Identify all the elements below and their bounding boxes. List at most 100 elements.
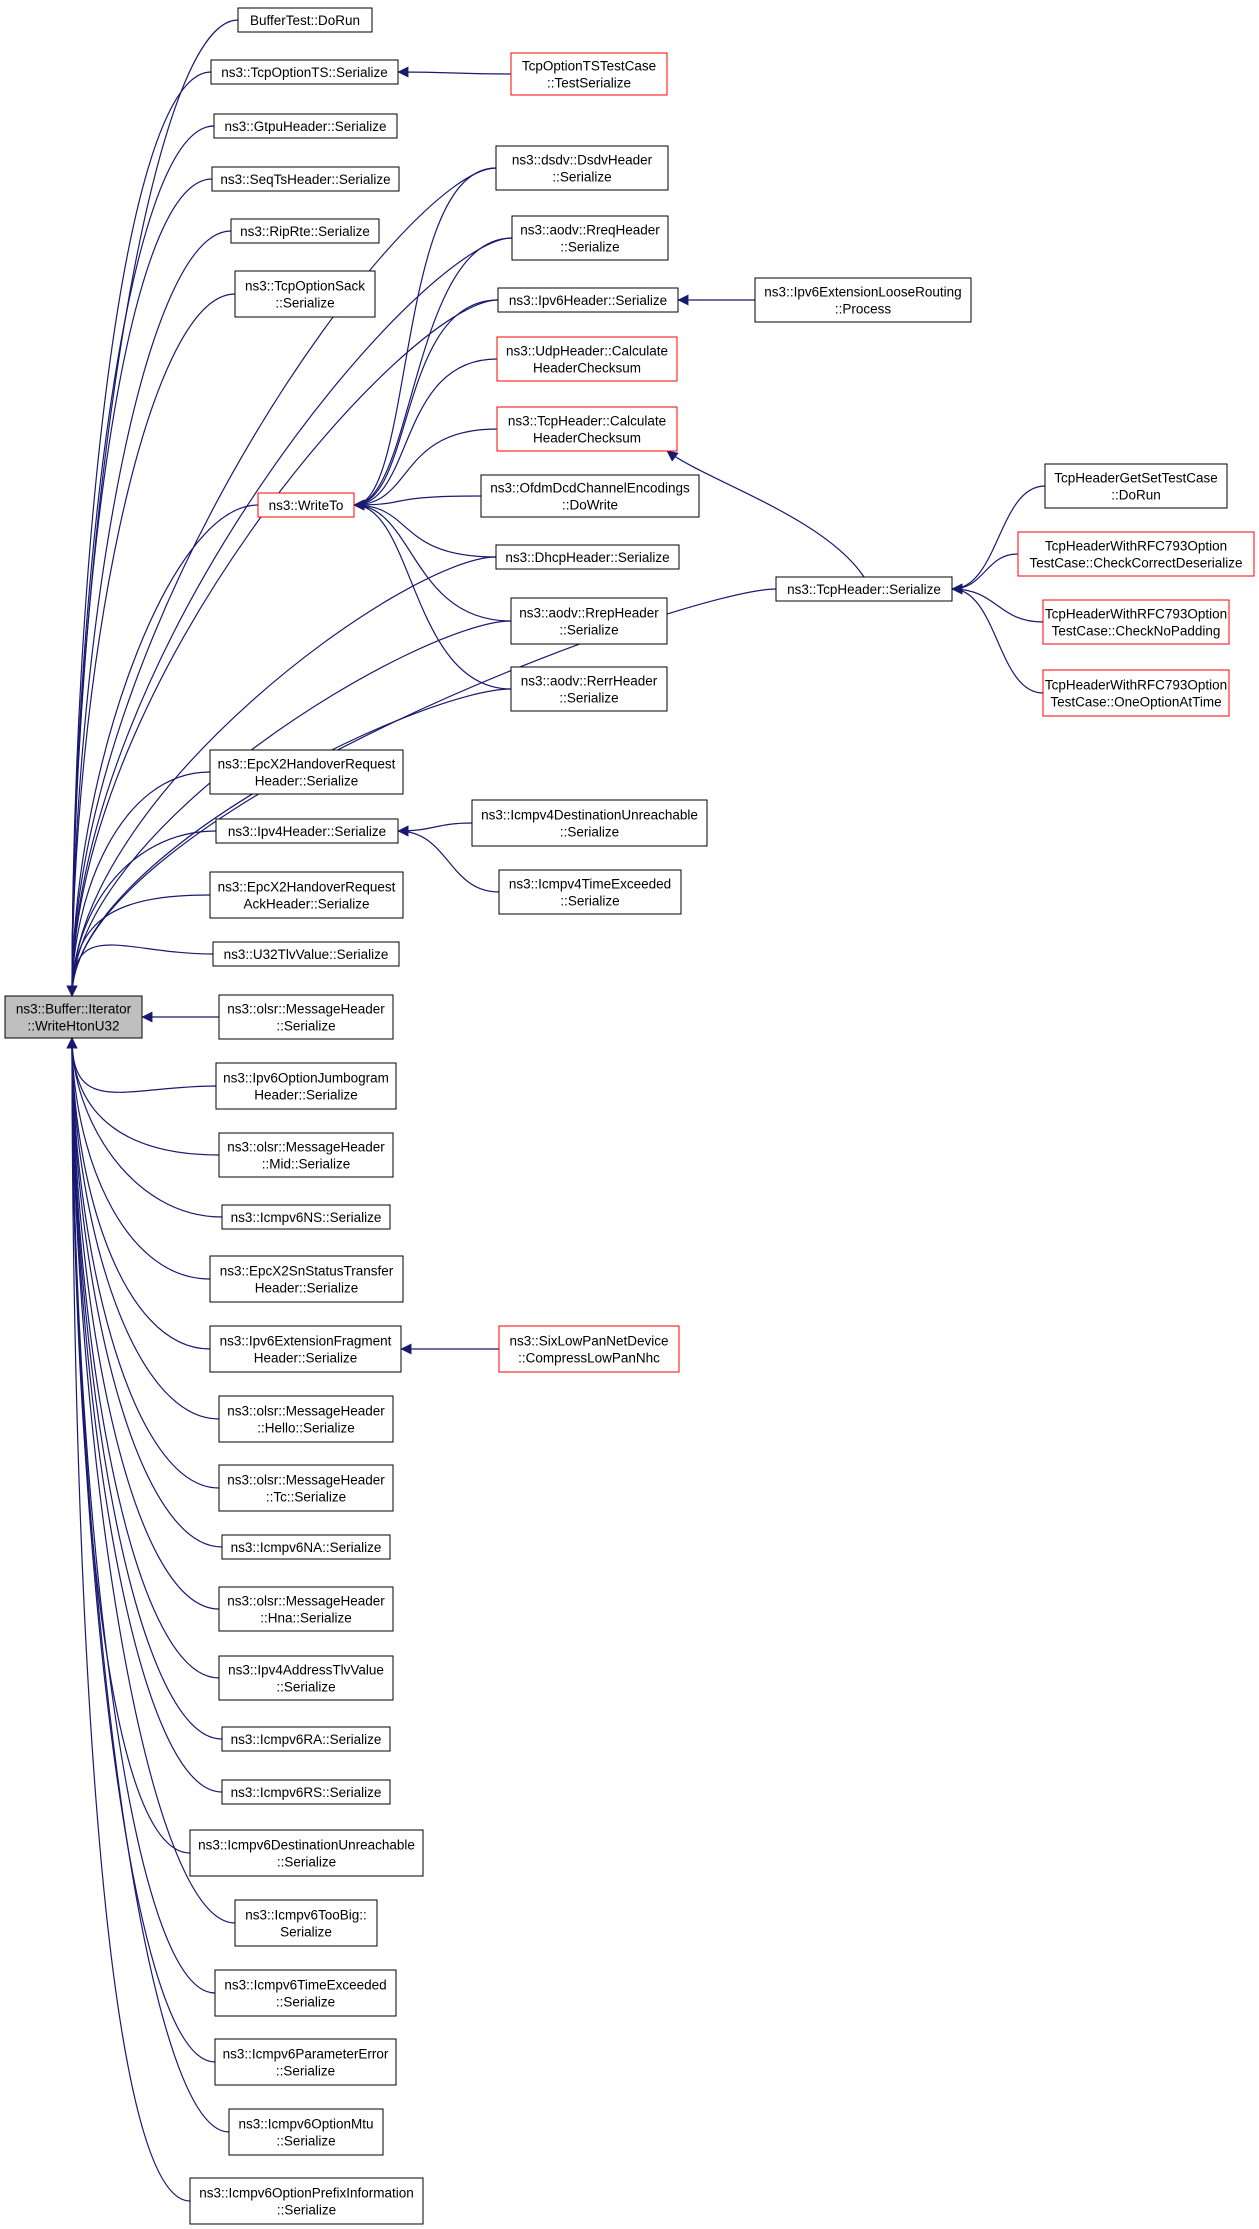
node-icmpv6ra[interactable]: ns3::Icmpv6RA::Serialize	[221, 1726, 391, 1752]
node-icmpv6optmtu[interactable]: ns3::Icmpv6OptionMtu::Serialize	[228, 2108, 384, 2156]
node-ofdm[interactable]: ns3::OfdmDcdChannelEncodings::DoWrite	[480, 474, 700, 518]
node-dsdv[interactable]: ns3::dsdv::DsdvHeader::Serialize	[495, 145, 669, 191]
edge-ipv6extfrag-to-root	[66, 1037, 211, 1350]
edge-aodvrrep-to-writeto	[353, 499, 512, 622]
node-icmpv6toobig[interactable]: ns3::Icmpv6TooBig::Serialize	[234, 1899, 378, 1947]
node-label: ns3::Icmpv4DestinationUnreachable	[481, 808, 698, 823]
node-label: ns3::aodv::RrepHeader	[519, 606, 659, 621]
node-sixlowpan[interactable]: ns3::SixLowPanNetDevice::CompressLowPanN…	[498, 1325, 680, 1373]
edge-icmpv6ra-to-root	[66, 1037, 223, 1740]
node-icmpv6na[interactable]: ns3::Icmpv6NA::Serialize	[221, 1534, 391, 1560]
node-ipv6extloose[interactable]: ns3::Ipv6ExtensionLooseRouting::Process	[754, 277, 972, 323]
node-box	[4, 995, 143, 1039]
node-olsrmsg[interactable]: ns3::olsr::MessageHeader::Serialize	[218, 994, 394, 1040]
node-label: ::Serialize	[559, 691, 618, 706]
node-label: ::Serialize	[560, 240, 619, 255]
node-epcx2hor[interactable]: ns3::EpcX2HandoverRequestHeader::Seriali…	[209, 749, 404, 795]
node-label: ns3::DhcpHeader::Serialize	[505, 550, 669, 565]
node-box	[213, 113, 398, 139]
node-ipv6extfrag[interactable]: ns3::Ipv6ExtensionFragmentHeader::Serial…	[209, 1325, 402, 1373]
node-seqts[interactable]: ns3::SeqTsHeader::Serialize	[211, 166, 400, 192]
node-olsrtc[interactable]: ns3::olsr::MessageHeader::Tc::Serialize	[218, 1464, 394, 1512]
node-box	[221, 1534, 391, 1560]
node-gtpu[interactable]: ns3::GtpuHeader::Serialize	[213, 113, 398, 139]
node-box	[775, 576, 953, 602]
node-ipv4addrtlv[interactable]: ns3::Ipv4AddressTlvValue::Serialize	[218, 1655, 394, 1701]
node-label: ::Tc::Serialize	[266, 1490, 346, 1505]
node-epcx2snstatus[interactable]: ns3::EpcX2SnStatusTransferHeader::Serial…	[209, 1255, 404, 1303]
node-label: ::Serialize	[560, 894, 619, 909]
node-label: ns3::Icmpv6RA::Serialize	[231, 1732, 382, 1747]
node-label: ns3::UdpHeader::Calculate	[506, 344, 668, 359]
node-aodvrreq[interactable]: ns3::aodv::RreqHeader::Serialize	[511, 215, 669, 261]
node-writeto[interactable]: ns3::WriteTo	[257, 492, 355, 518]
root-node[interactable]: ns3::Buffer::Iterator::WriteHtonU32	[4, 995, 143, 1039]
node-icmpv4timeexc[interactable]: ns3::Icmpv4TimeExceeded::Serialize	[498, 869, 682, 915]
node-rfc-checkcorrect[interactable]: TcpHeaderWithRFC793OptionTestCase::Check…	[1017, 531, 1255, 577]
node-icmpv6ns[interactable]: ns3::Icmpv6NS::Serialize	[221, 1204, 391, 1230]
node-label: ::Serialize	[277, 2203, 336, 2218]
node-label: Serialize	[280, 1925, 332, 1940]
node-icmpv6optprefix[interactable]: ns3::Icmpv6OptionPrefixInformation::Seri…	[189, 2177, 424, 2225]
node-ipv4header[interactable]: ns3::Ipv4Header::Serialize	[215, 818, 399, 844]
edge-olsrmid-to-root	[66, 1037, 220, 1156]
node-box	[496, 406, 678, 452]
node-ipv6header[interactable]: ns3::Ipv6Header::Serialize	[497, 287, 679, 313]
node-label: Header::Serialize	[255, 774, 359, 789]
node-rfc-oneoption[interactable]: TcpHeaderWithRFC793OptionTestCase::OneOp…	[1042, 669, 1230, 717]
node-icmpv4destunr[interactable]: ns3::Icmpv4DestinationUnreachable::Seria…	[471, 799, 708, 847]
node-label: ns3::TcpHeader::Calculate	[508, 414, 666, 429]
node-rfc-checknopad[interactable]: TcpHeaderWithRFC793OptionTestCase::Check…	[1042, 599, 1230, 645]
node-tcpoptionts[interactable]: ns3::TcpOptionTS::Serialize	[210, 59, 399, 85]
edge-icmpv4destunr-to-ipv4header	[397, 822, 473, 837]
node-icmpv6rs[interactable]: ns3::Icmpv6RS::Serialize	[221, 1779, 391, 1805]
node-label: ns3::SixLowPanNetDevice	[509, 1334, 668, 1349]
node-box	[218, 1655, 394, 1701]
node-label: ::Mid::Serialize	[262, 1157, 351, 1172]
edge-aodvrreq-to-writeto	[353, 237, 513, 511]
node-label: ::Serialize	[276, 2064, 335, 2079]
node-label: ::CompressLowPanNhc	[518, 1351, 660, 1366]
node-olsrmid[interactable]: ns3::olsr::MessageHeader::Mid::Serialize	[218, 1132, 394, 1178]
node-label: Header::Serialize	[255, 1281, 359, 1296]
edge-aodvrrep-to-root	[66, 620, 512, 997]
node-icmpv6destunr[interactable]: ns3::Icmpv6DestinationUnreachable::Seria…	[189, 1829, 424, 1877]
node-box	[498, 869, 682, 915]
node-label: ns3::olsr::MessageHeader	[227, 1594, 385, 1609]
node-buffertest[interactable]: BufferTest::DoRun	[237, 7, 373, 33]
node-icmpv6paramerr[interactable]: ns3::Icmpv6ParameterError::Serialize	[214, 2038, 397, 2086]
node-label: Header::Serialize	[254, 1088, 358, 1103]
node-label: ns3::Icmpv6DestinationUnreachable	[198, 1838, 415, 1853]
node-ipv6jumbo[interactable]: ns3::Ipv6OptionJumbogramHeader::Serializ…	[215, 1062, 397, 1110]
node-dhcp[interactable]: ns3::DhcpHeader::Serialize	[495, 544, 680, 570]
node-icmpv6timeexc[interactable]: ns3::Icmpv6TimeExceeded::Serialize	[214, 1969, 397, 2017]
node-label: ::Serialize	[275, 296, 334, 311]
edge-ipv6header-to-writeto	[353, 299, 499, 511]
node-label: ns3::Icmpv6TooBig::	[245, 1908, 367, 1923]
node-u32tlv[interactable]: ns3::U32TlvValue::Serialize	[212, 941, 400, 967]
edge-dsdv-to-writeto	[353, 167, 497, 511]
node-aodvrerr[interactable]: ns3::aodv::RerrHeader::Serialize	[510, 666, 668, 712]
node-box	[214, 2038, 397, 2086]
node-box	[189, 1829, 424, 1877]
node-box	[228, 2108, 384, 2156]
node-epcx2horack[interactable]: ns3::EpcX2HandoverRequestAckHeader::Seri…	[209, 871, 404, 919]
node-riprte[interactable]: ns3::RipRte::Serialize	[230, 218, 380, 244]
node-tcpgetset[interactable]: TcpHeaderGetSetTestCase::DoRun	[1044, 463, 1228, 509]
node-tcpoptiontstestcase[interactable]: TcpOptionTSTestCase::TestSerialize	[510, 52, 668, 96]
node-label: ::Process	[835, 302, 892, 317]
node-box	[230, 218, 380, 244]
edge-epcx2snstatus-to-root	[66, 1037, 211, 1280]
node-box	[218, 1586, 394, 1632]
edge-tcpoptionts-to-root	[66, 71, 212, 997]
node-label: ::DoRun	[1111, 488, 1161, 503]
node-aodvrrep[interactable]: ns3::aodv::RrepHeader::Serialize	[510, 597, 668, 645]
edge-icmpv6toobig-to-root	[66, 1037, 236, 1924]
edge-icmpv6optmtu-to-root	[66, 1037, 230, 2133]
node-olsrhello[interactable]: ns3::olsr::MessageHeader::Hello::Seriali…	[218, 1395, 394, 1443]
node-tcpheaderser[interactable]: ns3::TcpHeader::Serialize	[775, 576, 953, 602]
node-tcpoptionsack[interactable]: ns3::TcpOptionSack::Serialize	[234, 270, 376, 318]
node-olsrhna[interactable]: ns3::olsr::MessageHeader::Hna::Serialize	[218, 1586, 394, 1632]
